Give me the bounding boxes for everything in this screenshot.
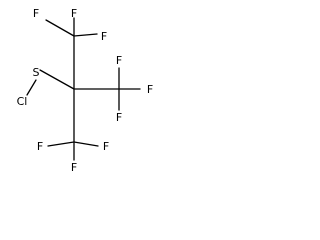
atom-f-right: F [147, 83, 153, 96]
atom-chlorine: Cl [17, 95, 28, 108]
atom-sulfur: S [33, 66, 40, 79]
atom-f-right-upper: F [116, 54, 122, 67]
bond-ctop-f-left [45, 19, 75, 37]
atom-f-bottom-right: F [103, 140, 109, 153]
atom-f-bottom-left: F [37, 140, 43, 153]
atom-f-bottom-lower: F [71, 161, 77, 174]
structure-diagram: F F F F F F F F F S Cl [17, 7, 154, 174]
atom-f-top-right: F [101, 30, 107, 43]
bonds [26, 17, 141, 161]
atom-f-top-upper: F [71, 7, 77, 20]
bond-ctop-f-right [73, 33, 98, 37]
atom-f-right-lower: F [116, 111, 122, 124]
bond-c-s [39, 69, 75, 90]
atom-f-top-left: F [33, 7, 39, 20]
atom-labels: F F F F F F F F F S Cl [17, 7, 154, 174]
bond-cbottom-f-right [73, 141, 99, 147]
bond-cbottom-f-left [47, 141, 75, 147]
bond-s-cl [26, 79, 37, 96]
